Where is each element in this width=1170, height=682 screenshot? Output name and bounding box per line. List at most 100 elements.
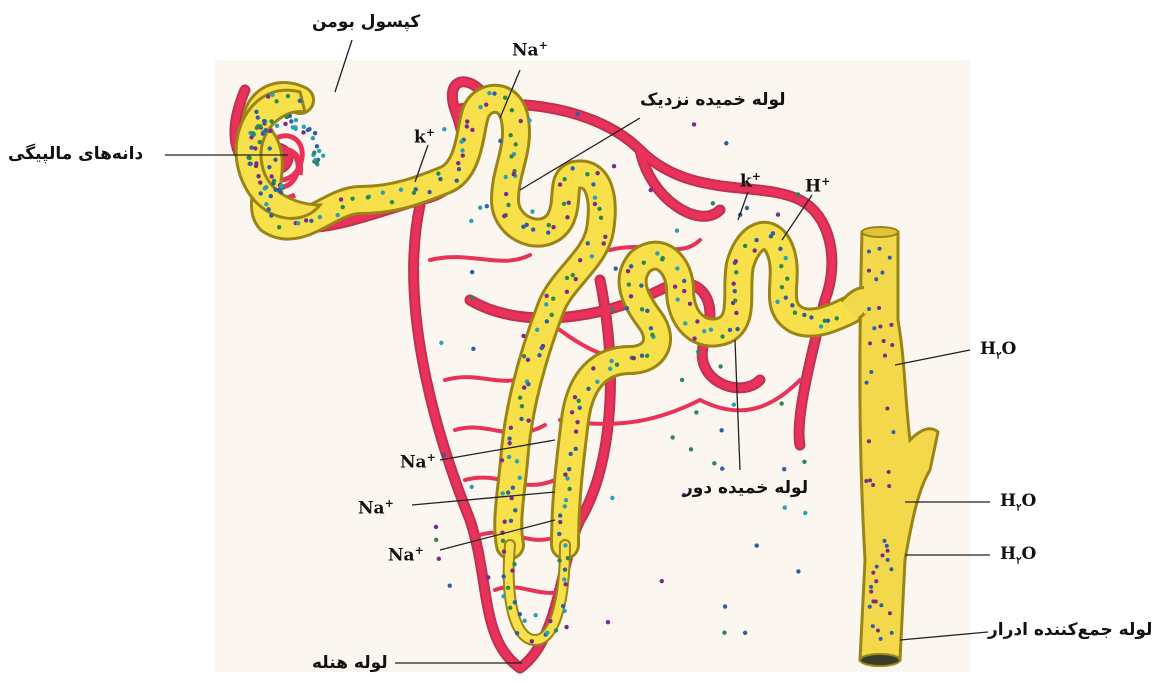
- ion-dot: [874, 277, 878, 281]
- ion-dot: [868, 341, 872, 345]
- ion-dot: [268, 129, 272, 133]
- ion-dot: [778, 247, 782, 251]
- ion-dot: [318, 215, 322, 219]
- ion-dot: [341, 205, 345, 209]
- ion-dot: [459, 139, 463, 143]
- ion-dot: [625, 306, 629, 310]
- ion-dot: [508, 133, 512, 137]
- ion-dot: [293, 127, 297, 131]
- ion-dot: [427, 190, 431, 194]
- ion-dot: [575, 420, 579, 424]
- ion-dot: [551, 297, 555, 301]
- ion-dot: [695, 319, 699, 323]
- ion-dot: [526, 382, 530, 386]
- ion-dot: [247, 156, 251, 160]
- ion-dot: [487, 91, 491, 95]
- ion-dot: [544, 294, 548, 298]
- ion-dot: [506, 203, 510, 207]
- ion-dot: [484, 102, 488, 106]
- ion-dot: [558, 182, 562, 186]
- ion-dot: [719, 428, 723, 432]
- ion-dot: [650, 333, 654, 337]
- ion-dot: [776, 212, 780, 216]
- ion-dot: [682, 279, 686, 283]
- ion-dot: [733, 298, 737, 302]
- ion-dot: [578, 258, 582, 262]
- ion-dot: [469, 219, 473, 223]
- ion-dot: [645, 309, 649, 313]
- ion-dot: [558, 520, 562, 524]
- ion-dot: [315, 144, 319, 148]
- ion-dot: [880, 271, 884, 275]
- ion-dot: [733, 289, 737, 293]
- h-ion-label: H+: [805, 176, 830, 196]
- ion-dot: [689, 447, 693, 451]
- ion-dot: [254, 110, 258, 114]
- ion-dot: [519, 119, 523, 123]
- ion-dot: [277, 225, 281, 229]
- ion-dot: [561, 604, 565, 608]
- ion-dot: [682, 289, 686, 293]
- ion-dot: [720, 467, 724, 471]
- ion-dot: [606, 620, 610, 624]
- ion-dot: [874, 579, 878, 583]
- ion-dot: [264, 128, 268, 132]
- ion-dot: [366, 195, 370, 199]
- ion-dot: [461, 153, 465, 157]
- ion-dot: [285, 115, 289, 119]
- ion-dot: [437, 557, 441, 561]
- ion-dot: [745, 206, 749, 210]
- ion-dot: [266, 207, 270, 211]
- ion-dot: [271, 181, 275, 185]
- ion-dot: [507, 441, 511, 445]
- ion-dot: [273, 158, 277, 162]
- ion-dot: [610, 307, 614, 311]
- ion-dot: [438, 177, 442, 181]
- ion-dot: [597, 207, 601, 211]
- ion-dot: [790, 303, 794, 307]
- ion-dot: [478, 105, 482, 109]
- ion-dot: [585, 172, 589, 176]
- ion-dot: [551, 225, 555, 229]
- ion-dot: [720, 334, 724, 338]
- ion-dot: [504, 175, 508, 179]
- ion-dot: [889, 323, 893, 327]
- water-label-2: H۲O: [1000, 493, 1036, 513]
- ion-dot: [526, 418, 530, 422]
- ion-dot: [565, 476, 569, 480]
- ion-dot: [286, 94, 290, 98]
- ion-dot: [887, 470, 891, 474]
- ion-dot: [779, 401, 783, 405]
- loop-of-henle-label: لوله هنله: [312, 655, 388, 672]
- ion-dot: [562, 177, 566, 181]
- ion-dot: [881, 553, 885, 557]
- ion-dot: [501, 594, 505, 598]
- ion-dot: [722, 631, 726, 635]
- ion-dot: [570, 410, 574, 414]
- water-label-1: H۲O: [980, 341, 1016, 361]
- ion-dot: [249, 145, 253, 149]
- ion-dot: [675, 266, 679, 270]
- ion-dot: [533, 613, 537, 617]
- ion-dot: [882, 339, 886, 343]
- ion-dot: [564, 625, 568, 629]
- ion-dot: [486, 575, 490, 579]
- ion-dot: [571, 273, 575, 277]
- ion-dot: [508, 606, 512, 610]
- ion-dot: [869, 585, 873, 589]
- ion-dot: [501, 491, 505, 495]
- ion-dot: [735, 327, 739, 331]
- ion-dot: [274, 99, 278, 103]
- ion-dot: [602, 241, 606, 245]
- ion-dot: [381, 190, 385, 194]
- ion-dot: [878, 247, 882, 251]
- ion-dot: [575, 112, 579, 116]
- ion-dot: [599, 216, 603, 220]
- ion-dot: [503, 96, 507, 100]
- ion-dot: [640, 353, 644, 357]
- ion-dot: [752, 248, 756, 252]
- ion-dot: [442, 127, 446, 131]
- ion-dot: [867, 307, 871, 311]
- ion-dot: [294, 118, 298, 122]
- ion-dot: [886, 558, 890, 562]
